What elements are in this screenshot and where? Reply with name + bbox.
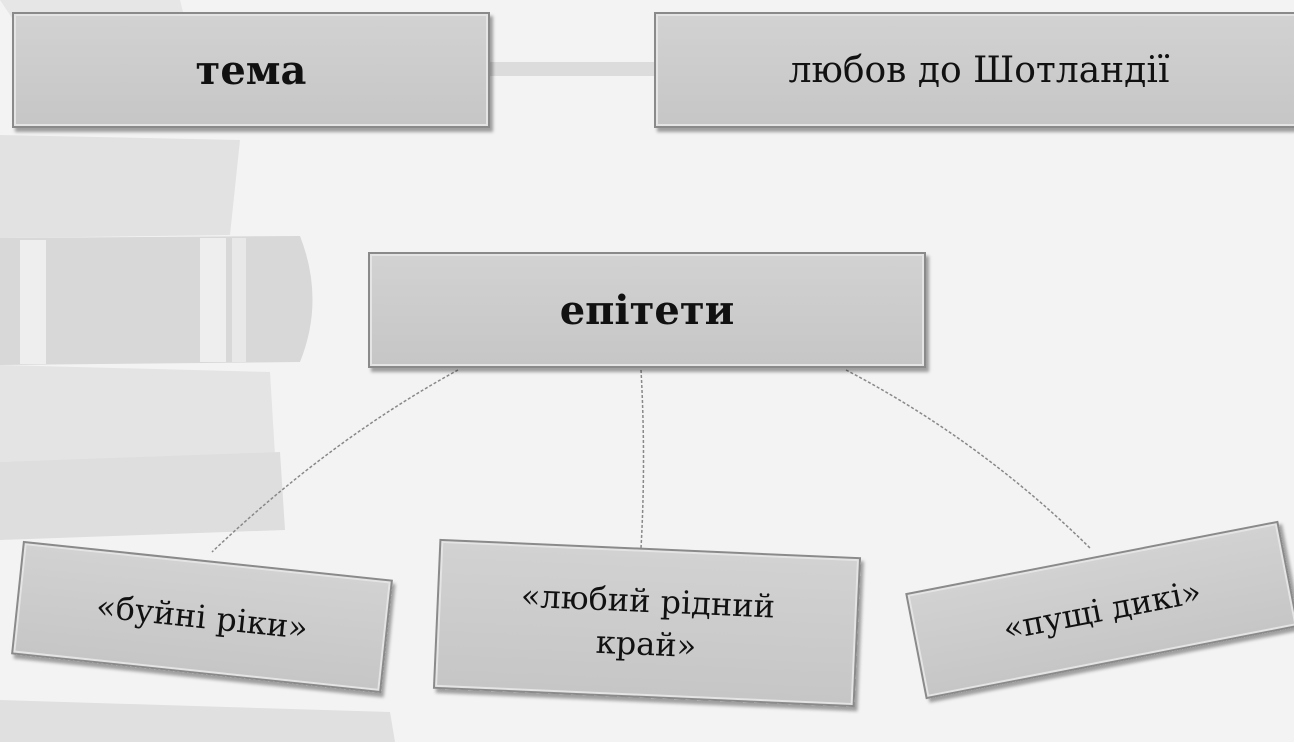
connector-line-right [845,369,1091,549]
epithets-center-card: епітети [368,252,926,368]
topic-value-card: любов до Шотландії [654,12,1294,128]
topic-label: тема [195,46,307,94]
epithet-text-3: «пущі дикі» [999,572,1205,648]
connector-line-middle [640,369,645,549]
epithet-text-1: «буйні ріки» [94,587,310,647]
epithets-heading: епітети [559,286,735,334]
connector-line-left [211,369,459,553]
topic-label-card: тема [12,12,490,128]
epithet-card-2: «любий рідний край» [432,538,862,708]
topic-value: любов до Шотландії [788,49,1170,91]
